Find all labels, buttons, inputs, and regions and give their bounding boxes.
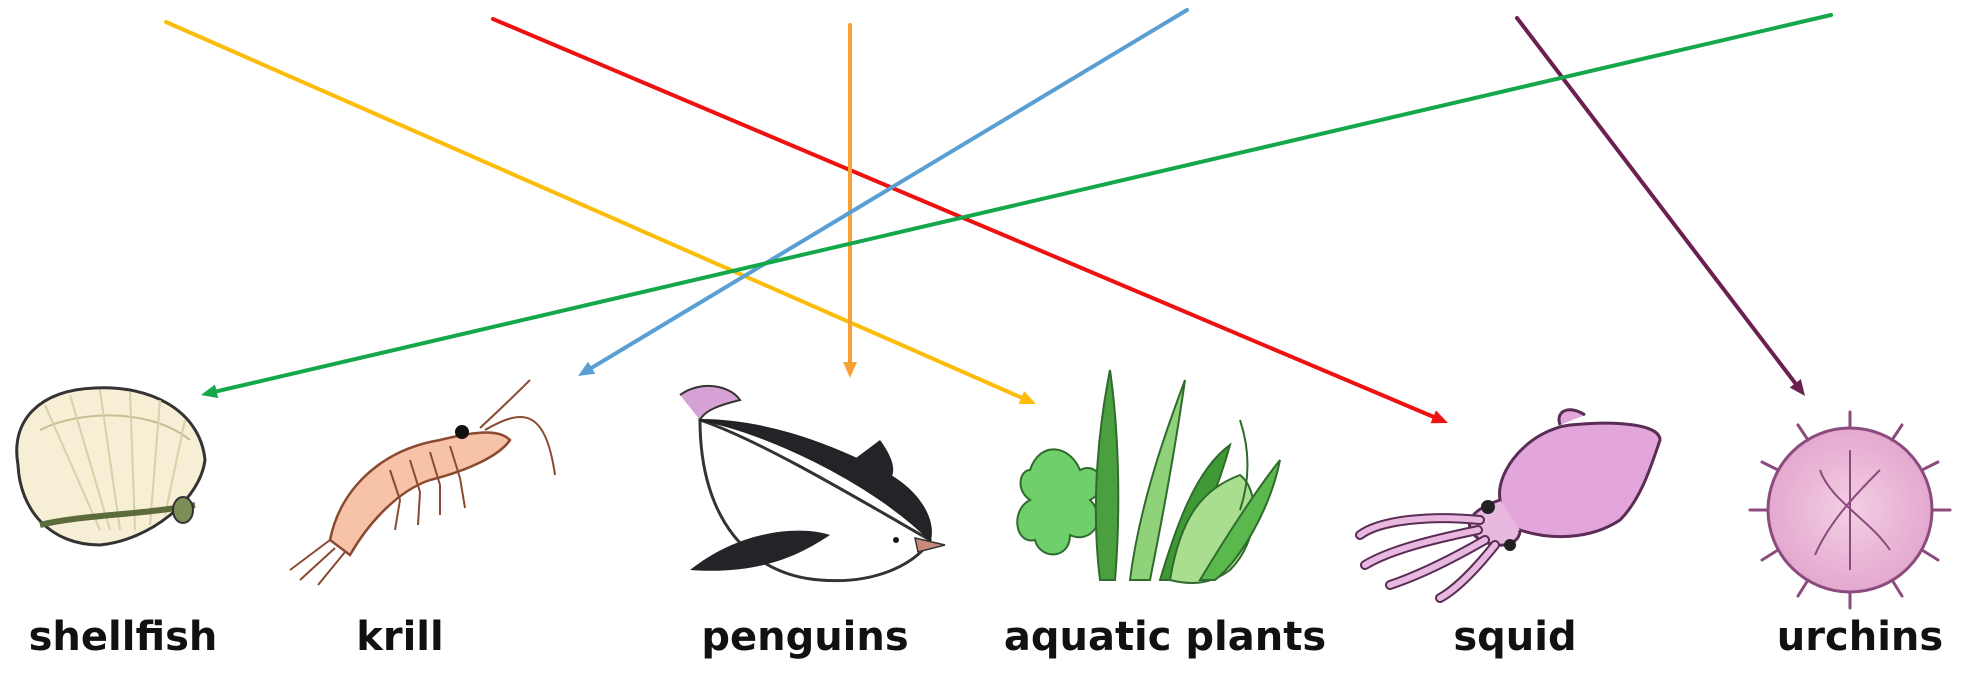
arrowhead-aquatic-plants <box>1018 391 1036 404</box>
arrowhead-krill <box>578 361 596 376</box>
urchin-illustration <box>1748 410 1952 610</box>
arrowhead-penguins <box>843 362 857 378</box>
aquatic-plants-illustration <box>1016 369 1281 584</box>
shellfish-illustration <box>15 386 207 547</box>
label-urchins: urchins <box>1776 614 1944 660</box>
squid-illustration <box>1355 408 1662 603</box>
label-penguins: penguins <box>701 614 909 660</box>
penguin-illustration <box>679 384 946 583</box>
arrow-to-krill <box>586 8 1189 372</box>
krill-illustration <box>289 379 556 586</box>
label-krill: krill <box>356 614 444 660</box>
label-shellfish: shellfish <box>28 614 218 660</box>
arrow-to-shellfish <box>211 13 1833 395</box>
arrowhead-shellfish <box>201 384 219 399</box>
label-aquatic-plants: aquatic plants <box>1003 614 1327 660</box>
label-squid: squid <box>1453 614 1577 660</box>
arrow-to-urchins <box>1515 16 1800 388</box>
arrowhead-squid <box>1430 410 1448 424</box>
arrow-to-aquatic-plants <box>164 20 1027 401</box>
arrowhead-urchins <box>1789 379 1805 396</box>
arrows-layer <box>164 8 1833 424</box>
